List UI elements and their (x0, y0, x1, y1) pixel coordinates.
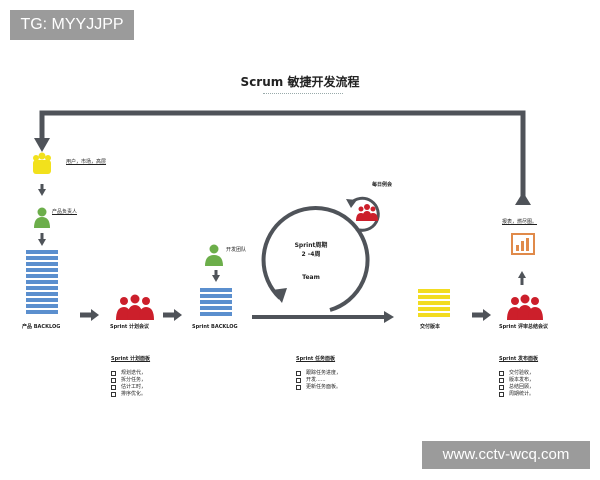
list-item: 总结回顾， (499, 384, 534, 391)
sprint-backlog-label: Sprint BACKLOG (192, 324, 238, 330)
planning-panel-list: 规划迭代， 拆分任务， 估计工时， 排序优化。 (111, 370, 146, 398)
list-item: 规划迭代， (111, 370, 146, 377)
release-panel-list: 交付验收， 版本发布， 总结回顾， 周期统计。 (499, 370, 534, 398)
release-panel-heading: Sprint 发布面板 (499, 356, 539, 362)
sprint-review-label: Sprint 评审总结会议 (499, 324, 549, 330)
list-item: 拆分任务， (111, 377, 146, 384)
review-team-icon (507, 294, 543, 320)
watermark-top-left: TG: MYYJJPP (10, 10, 134, 40)
list-item: 交付验收， (499, 370, 534, 377)
report-chart-icon (511, 233, 535, 255)
sprint-planning-label: Sprint 计划会议 (110, 324, 150, 330)
dev-team-label: 开发团队 (226, 247, 247, 253)
list-item: 跟踪任务进度， (296, 370, 341, 377)
sprint-cycle-label: Sprint周期 (294, 242, 328, 249)
planning-team-icon (116, 294, 154, 320)
list-item: 排序优化。 (111, 391, 146, 398)
task-panel-list: 跟踪任务进度， 开发...... 更新任务面板。 (296, 370, 341, 391)
list-item: 开发...... (296, 377, 341, 384)
product-owner-label: 产品负责人 (52, 209, 78, 215)
product-backlog-stack (26, 250, 58, 314)
sprint-backlog-stack (200, 288, 232, 316)
diagram-title: Scrum 敏捷开发流程 (240, 75, 360, 89)
watermark-bottom-right: www.cctv-wcq.com (422, 441, 590, 469)
list-item: 周期统计。 (499, 391, 534, 398)
feedback-loop-arrow (34, 110, 531, 205)
title-underline (263, 93, 343, 94)
task-panel-heading: Sprint 任务面板 (296, 356, 336, 362)
sprint-weeks-label: 2 -4周 (301, 251, 321, 258)
dev-team-icon (205, 244, 223, 266)
list-item: 版本发布， (499, 377, 534, 384)
planning-panel-heading: Sprint 计划面板 (111, 356, 151, 362)
deliverable-label: 交付版本 (420, 324, 441, 330)
team-label: Team (302, 274, 320, 281)
list-item: 估计工时， (111, 384, 146, 391)
sprint-cycle-circle (261, 206, 370, 312)
stakeholders-label: 用户，市场，高层 (66, 159, 107, 165)
daily-standup-label: 每日例会 (372, 182, 393, 188)
product-owner-icon (34, 207, 50, 228)
daily-standup-cycle (346, 196, 380, 232)
report-label: 报表，燃尽图。 (502, 219, 538, 225)
list-item: 更新任务面板。 (296, 384, 341, 391)
deliverable-stack (418, 289, 450, 317)
product-backlog-label: 产品 BACKLOG (22, 324, 61, 330)
stakeholders-icon (33, 152, 51, 174)
